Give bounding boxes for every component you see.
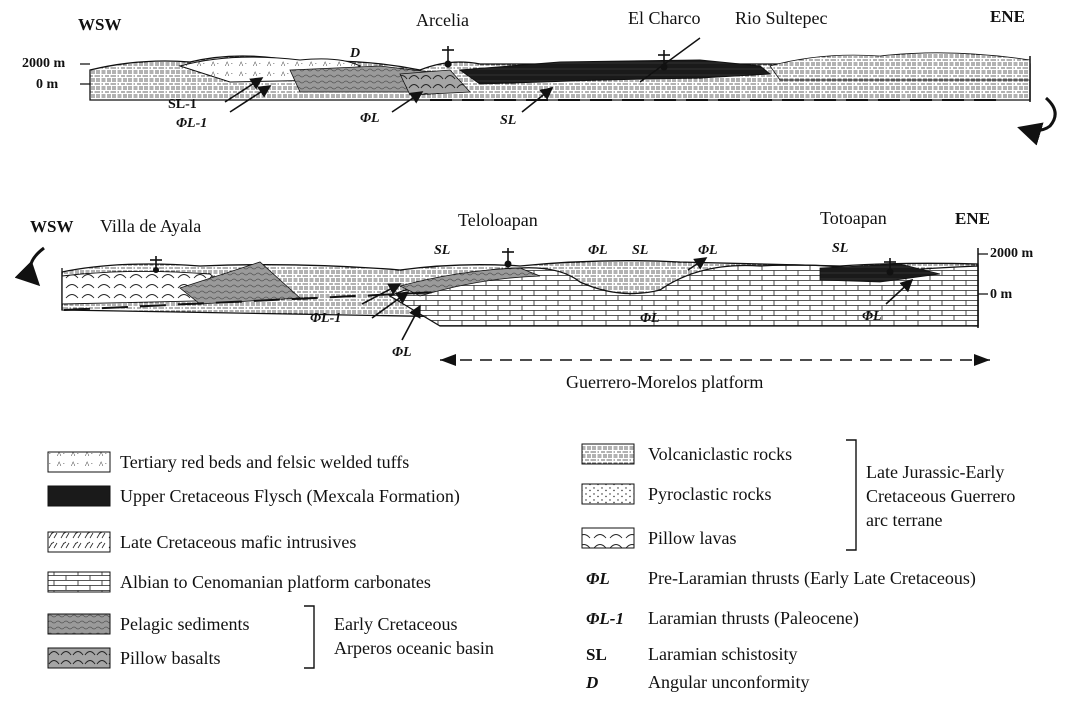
top-volcaniclastic-east: [770, 53, 1030, 80]
legend-symbol-phil: ΦL: [586, 569, 610, 588]
legend-text-carbonates: Albian to Cenomanian platform carbonates: [120, 572, 431, 592]
legend-bracket-arperos: [304, 606, 314, 668]
platform-label: Guerrero-Morelos platform: [566, 372, 763, 392]
place-teloloapan: Teloloapan: [458, 210, 538, 230]
legend-symbol-sl: SL: [586, 645, 607, 664]
bottom-scale-ticks: [978, 254, 988, 294]
legend-text-pillow-basalts: Pillow basalts: [120, 648, 221, 668]
legend-symbol-phil1: ΦL-1: [586, 609, 624, 628]
legend-symbol-phil-text: Pre-Laramian thrusts (Early Late Cretace…: [648, 568, 976, 589]
bottom-label-sl-b: SL: [632, 243, 648, 258]
bottom-label-phil-d: ΦL: [862, 309, 882, 324]
legend-group-guerrero-1: Late Jurassic-Early: [866, 462, 1004, 482]
legend-item-pelagic: Pelagic sediments: [48, 614, 249, 634]
place-el-charco: El Charco: [628, 8, 700, 28]
top-ene-label: ENE: [990, 7, 1025, 26]
continuation-arrow-right: [1020, 98, 1055, 131]
bottom-ene-label: ENE: [955, 209, 990, 228]
top-wsw-label: WSW: [78, 15, 121, 34]
bottom-label-phil-e: ΦL: [392, 345, 412, 360]
legend-item-pillow-lavas: Pillow lavas: [582, 528, 737, 548]
legend: Tertiary red beds and felsic welded tuff…: [48, 440, 1015, 692]
bottom-label-sl-c: SL: [832, 241, 848, 256]
legend-symbol-sl-text: Laramian schistosity: [648, 644, 797, 664]
legend-text-pyroclastic: Pyroclastic rocks: [648, 484, 771, 504]
bottom-scale-0m: 0 m: [990, 287, 1013, 302]
bottom-label-phil-c: ΦL: [640, 311, 660, 326]
legend-item-intrusives: Late Cretaceous mafic intrusives: [48, 532, 356, 552]
place-arcelia: Arcelia: [416, 10, 469, 30]
legend-item-volcaniclastic: Volcaniclastic rocks: [582, 444, 792, 464]
legend-item-pyroclastic: Pyroclastic rocks: [582, 484, 771, 504]
legend-text-pelagic: Pelagic sediments: [120, 614, 249, 634]
top-scale-0m: 0 m: [36, 77, 59, 92]
legend-text-volcaniclastic: Volcaniclastic rocks: [648, 444, 792, 464]
top-scale-ticks: [80, 64, 90, 84]
legend-text-flysch: Upper Cretaceous Flysch (Mexcala Formati…: [120, 486, 460, 507]
legend-symbol-pre-laramian: ΦL Pre-Laramian thrusts (Early Late Cret…: [586, 568, 976, 589]
place-totoapan: Totoapan: [820, 208, 887, 228]
bottom-scale-2000m: 2000 m: [990, 246, 1034, 261]
legend-item-tertiary: Tertiary red beds and felsic welded tuff…: [48, 452, 409, 472]
legend-group-arperos-2: Arperos oceanic basin: [334, 638, 494, 658]
legend-text-intrusives: Late Cretaceous mafic intrusives: [120, 532, 356, 552]
bottom-cross-section: WSW Villa de Ayala Teloloapan Totoapan E…: [30, 208, 1034, 392]
legend-symbol-d-text: Angular unconformity: [648, 672, 809, 692]
legend-item-pillow-basalts: Pillow basalts: [48, 648, 221, 668]
bottom-label-phil1: ΦL-1: [310, 311, 341, 326]
legend-bracket-guerrero: [846, 440, 856, 550]
place-villa-de-ayala: Villa de Ayala: [100, 216, 201, 236]
top-label-sl: SL: [500, 113, 516, 128]
top-label-phil1: ΦL-1: [176, 116, 207, 131]
bottom-wsw-label: WSW: [30, 217, 73, 236]
legend-symbol-laramian-thrusts: ΦL-1 Laramian thrusts (Paleocene): [586, 608, 859, 629]
platform-extent-arrow: [440, 354, 990, 366]
legend-group-arperos-1: Early Cretaceous: [334, 614, 457, 634]
bottom-label-phil-a: ΦL: [588, 243, 608, 258]
legend-item-flysch: Upper Cretaceous Flysch (Mexcala Formati…: [48, 486, 460, 507]
top-label-d: D: [349, 46, 360, 61]
top-label-sl1: SL-1: [168, 97, 197, 112]
legend-item-carbonates: Albian to Cenomanian platform carbonates: [48, 572, 431, 592]
top-cross-section: WSW ENE Arcelia El Charco Rio Sultepec 2…: [22, 7, 1055, 131]
legend-symbol-schistosity: SL Laramian schistosity: [586, 644, 797, 664]
legend-group-guerrero-3: arc terrane: [866, 510, 942, 530]
top-label-phil: ΦL: [360, 111, 380, 126]
legend-symbol-unconformity: D Angular unconformity: [585, 672, 809, 692]
legend-symbol-d: D: [585, 673, 598, 692]
place-rio-sultepec: Rio Sultepec: [735, 8, 828, 28]
top-scale-2000m: 2000 m: [22, 56, 66, 71]
legend-text-pillow-lavas: Pillow lavas: [648, 528, 737, 548]
legend-group-guerrero-2: Cretaceous Guerrero: [866, 486, 1015, 506]
bottom-label-phil-b: ΦL: [698, 243, 718, 258]
legend-text-tertiary: Tertiary red beds and felsic welded tuff…: [120, 452, 409, 472]
continuation-arrow-left: [30, 248, 44, 284]
bottom-label-sl-a: SL: [434, 243, 450, 258]
legend-symbol-phil1-text: Laramian thrusts (Paleocene): [648, 608, 859, 629]
